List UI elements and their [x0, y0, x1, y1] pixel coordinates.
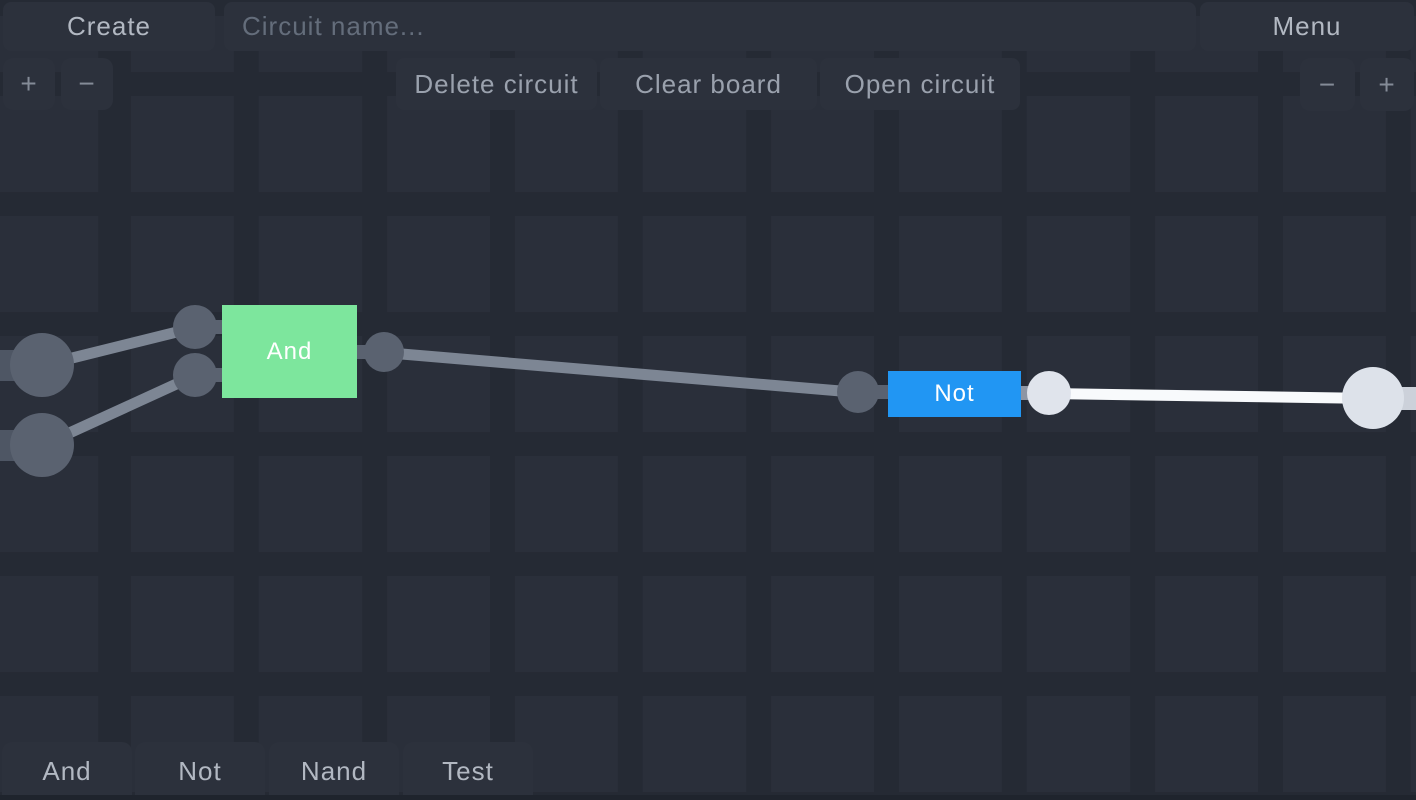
create-button[interactable]: Create: [3, 2, 215, 51]
and-gate[interactable]: And: [222, 305, 357, 398]
board-output-node[interactable]: [1342, 367, 1404, 429]
bottom-edge-strip: [0, 795, 1416, 800]
palette-item-and[interactable]: And: [2, 742, 132, 800]
circuit-name-input[interactable]: [224, 2, 1196, 51]
and-gate-label: And: [266, 337, 313, 365]
zoom-out-right-button[interactable]: −: [1300, 58, 1355, 111]
wire-not-to-output[interactable]: [1048, 387, 1374, 404]
delete-circuit-button[interactable]: Delete circuit: [396, 58, 597, 110]
clear-board-button[interactable]: Clear board: [600, 58, 817, 110]
palette-item-test[interactable]: Test: [403, 742, 533, 800]
open-circuit-button[interactable]: Open circuit: [820, 58, 1020, 110]
and-input-node-2[interactable]: [173, 353, 217, 397]
wire-and-to-not[interactable]: [383, 346, 859, 398]
zoom-in-left-button[interactable]: +: [3, 58, 55, 110]
and-input-node-1[interactable]: [173, 305, 217, 349]
zoom-in-right-button[interactable]: +: [1360, 58, 1414, 111]
board-input-node-2[interactable]: [10, 413, 74, 477]
and-output-node[interactable]: [364, 332, 404, 372]
not-output-node[interactable]: [1027, 371, 1071, 415]
menu-button[interactable]: Menu: [1200, 2, 1414, 51]
palette-item-not[interactable]: Not: [135, 742, 265, 800]
not-input-node[interactable]: [837, 371, 879, 413]
palette-item-nand[interactable]: Nand: [269, 742, 399, 800]
not-gate-label: Not: [934, 380, 975, 407]
not-gate[interactable]: Not: [888, 371, 1021, 417]
zoom-out-left-button[interactable]: −: [61, 58, 113, 110]
board-input-node-1[interactable]: [10, 333, 74, 397]
